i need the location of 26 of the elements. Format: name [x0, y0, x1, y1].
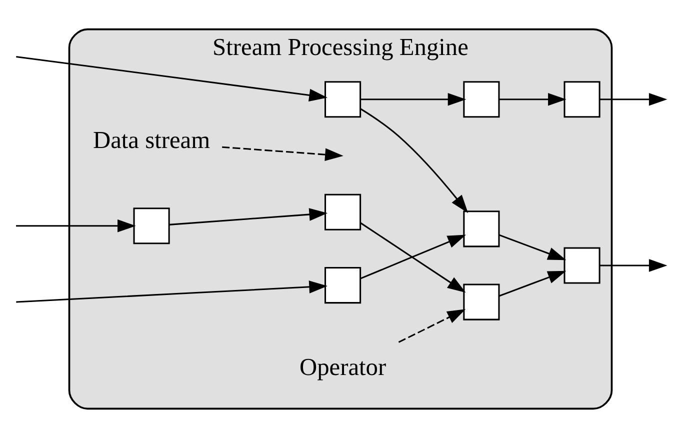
- node-text: Data stream: [93, 126, 210, 154]
- arrow: [398, 308, 466, 342]
- arrow: [360, 92, 466, 106]
- arrow: [498, 270, 566, 296]
- arrow: [360, 222, 466, 292]
- arrow: [600, 258, 668, 272]
- node-box: [463, 210, 500, 247]
- node-box: [564, 80, 600, 118]
- arrow: [16, 280, 328, 302]
- node-box: [324, 80, 362, 118]
- node-box: [324, 266, 362, 304]
- arrow: [600, 92, 668, 106]
- arrow: [169, 208, 328, 225]
- arrow: [16, 218, 136, 232]
- arrow: [360, 108, 468, 213]
- arrow: [16, 55, 328, 102]
- arrow: [360, 234, 466, 279]
- node-text: Operator: [299, 353, 386, 380]
- arrow: [498, 234, 566, 260]
- node-box: [463, 283, 500, 320]
- node-box: [463, 80, 500, 118]
- arrow: [499, 92, 566, 106]
- node-box: [133, 207, 170, 244]
- arrow: [222, 146, 344, 160]
- node-box: [324, 193, 362, 230]
- node-box: [564, 246, 600, 284]
